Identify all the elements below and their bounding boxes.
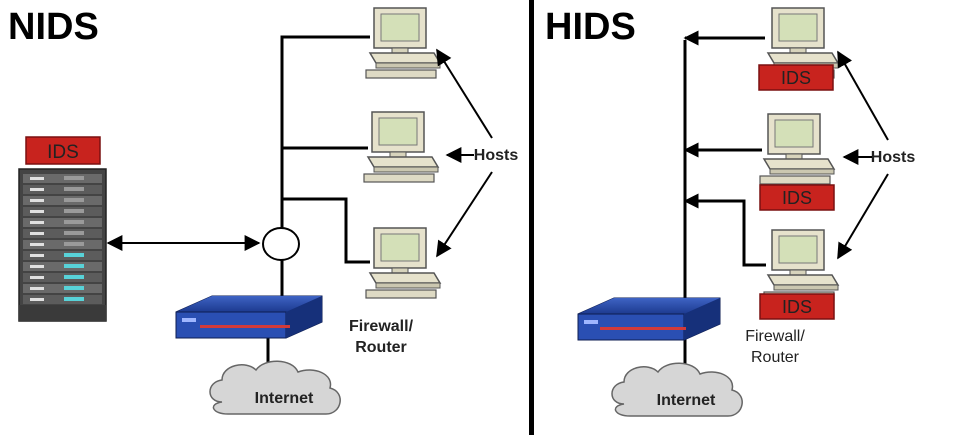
nids-firewall-label-line1: Firewall/ — [349, 318, 414, 335]
rack-unit-slot — [30, 243, 44, 246]
rack-unit — [23, 295, 102, 304]
rack-unit-indicator — [64, 220, 84, 224]
ids-label-box — [25, 136, 101, 165]
rack-unit-slot — [30, 188, 44, 191]
ids-label: IDS — [47, 142, 79, 163]
rack-unit — [23, 240, 102, 249]
rack-unit-indicator — [64, 209, 84, 213]
rack-unit-indicator — [64, 231, 84, 235]
hids-ids-label-3: IDS — [782, 297, 812, 317]
rack-unit-indicator — [64, 176, 84, 180]
rack-unit-indicator — [64, 242, 84, 246]
rack-unit-indicator — [64, 275, 84, 279]
rack-unit-indicator — [64, 253, 84, 257]
rack-unit — [23, 273, 102, 282]
ids-server-rack — [18, 168, 107, 322]
rack-unit-slot — [30, 177, 44, 180]
hids-internet-cloud: Internet — [611, 362, 743, 417]
rack-unit-indicator — [64, 198, 84, 202]
panel-divider — [529, 0, 534, 435]
hids-title: HIDS — [545, 6, 636, 48]
hids-hosts-arrow-3 — [837, 173, 889, 260]
rack-unit-slot — [30, 287, 44, 290]
nids-firewall-label-line2: Router — [355, 339, 407, 356]
rack-unit-indicator — [64, 264, 84, 268]
hids-ids-label-1: IDS — [781, 68, 811, 88]
nids-hosts-arrow-3 — [436, 171, 493, 258]
hids-host-computer-3 — [763, 229, 839, 301]
hids-ids-box-3 — [759, 293, 835, 320]
nids-firewall-router — [175, 295, 323, 339]
rack-unit — [23, 218, 102, 227]
hids-hosts-arrow-1 — [837, 50, 889, 141]
rack-unit-indicator — [64, 187, 84, 191]
rack-unit — [23, 251, 102, 260]
rack-unit — [23, 174, 102, 183]
hids-host-computer-2 — [759, 113, 835, 185]
rack-unit-slot — [30, 254, 44, 257]
rack-unit-slot — [30, 199, 44, 202]
nids-host-computer-1 — [365, 7, 441, 79]
hids-firewall-label-line2: Router — [751, 349, 800, 366]
rack-unit-indicator — [64, 297, 84, 301]
rack-unit-slot — [30, 298, 44, 301]
rack-unit — [23, 284, 102, 293]
nids-internet-cloud: Internet — [209, 360, 341, 415]
nids-title: NIDS — [8, 6, 99, 48]
hids-ids-label-2: IDS — [782, 188, 812, 208]
hids-internet-label: Internet — [657, 392, 716, 409]
rack-unit — [23, 196, 102, 205]
nids-hosts-arrow-1 — [436, 48, 493, 139]
rack-unit-slot — [30, 221, 44, 224]
rack-unit-slot — [30, 210, 44, 213]
nids-host-computer-3 — [365, 227, 441, 299]
rack-unit-slot — [30, 232, 44, 235]
rack-unit-slot — [30, 276, 44, 279]
hids-ids-box-1 — [758, 64, 834, 91]
hids-firewall-label-line1: Firewall/ — [745, 328, 805, 345]
nids-panel: IDS Hosts — [18, 7, 519, 415]
rack-unit-slot — [30, 265, 44, 268]
nids-hosts-label: Hosts — [474, 147, 519, 164]
nids-internet-label: Internet — [255, 390, 314, 407]
hids-hosts-label: Hosts — [871, 149, 916, 166]
hids-ids-box-2 — [759, 184, 835, 211]
rack-unit — [23, 207, 102, 216]
rack-unit — [23, 185, 102, 194]
hids-firewall-router — [577, 297, 721, 341]
network-tap-circle — [262, 227, 300, 261]
nids-host-computer-2 — [363, 111, 439, 183]
rack-unit — [23, 229, 102, 238]
rack-unit — [23, 262, 102, 271]
rack-unit-indicator — [64, 286, 84, 290]
hids-panel: IDS IDS IDS Hosts Firewall/ Router — [577, 7, 916, 417]
